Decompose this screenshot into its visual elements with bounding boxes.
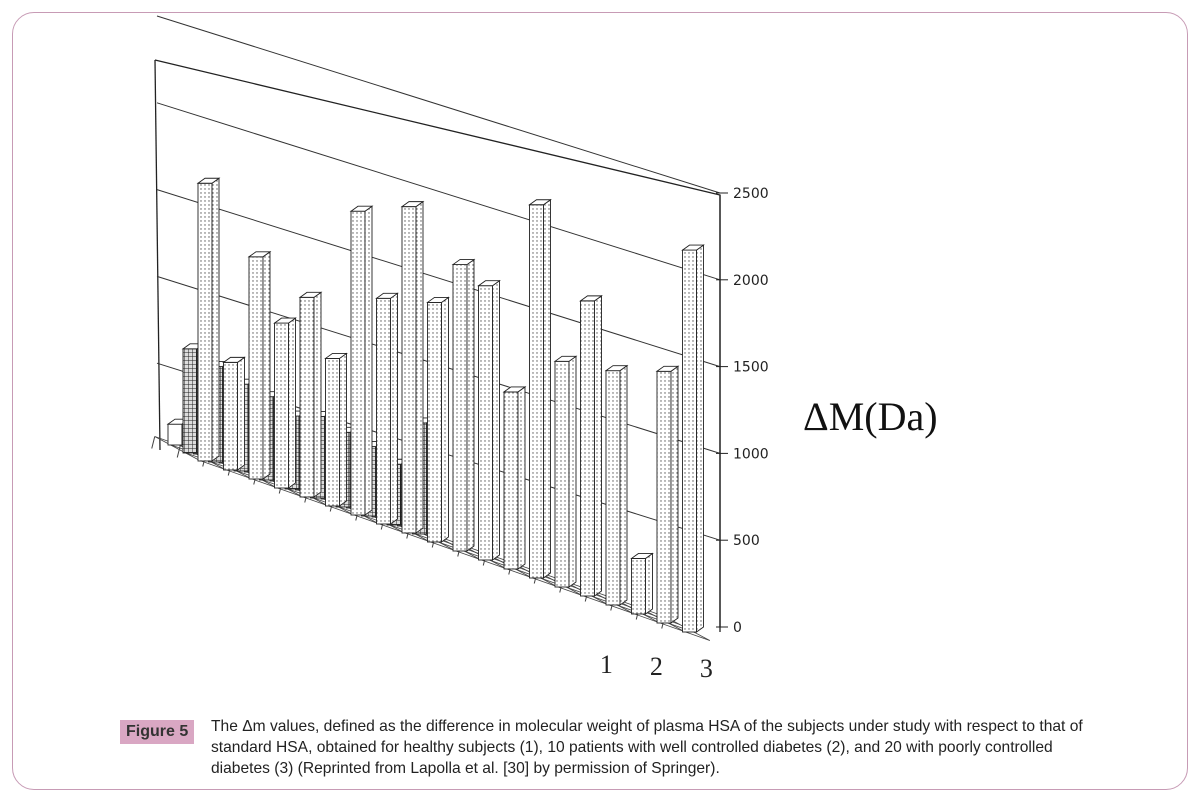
bar-3-front [529,204,544,579]
x-tick [176,445,181,458]
bar-3-side [237,356,245,471]
bar-3-front [682,249,697,633]
bar-3-front [401,206,417,534]
bar-3-front [631,557,646,615]
y-tick-label: 2500 [733,186,769,202]
bar-3-front [325,357,340,507]
bar-3-top [553,355,578,362]
bar-3-front [554,360,570,588]
bar-3-side [696,244,704,633]
bar-3-top [247,251,272,258]
bar-3-top [579,295,603,302]
figure-caption: The Δm values, defined as the difference… [211,718,1083,777]
bar-2-front [182,348,198,454]
bar-3-side [339,352,347,507]
bar-3-top [375,292,399,299]
bar-3-side [517,386,526,570]
bar-3-top [298,291,323,298]
bar-3-side [441,296,449,543]
gridline [156,189,721,368]
bar-3-top [273,317,297,324]
bar-3-top [451,259,476,266]
bar-3-top [502,386,527,393]
bar-3-top [426,296,450,303]
bar-3-front [223,361,238,471]
bar-3-side [288,317,296,489]
bar-3-front [478,285,493,561]
bar-3-side [313,291,322,498]
bar-3-front [248,256,264,480]
bar-3-side [543,198,551,579]
bar-chart-3d: 0 500 1000 1500 2000 2500 1 2 3 [151,15,769,683]
figure-frame [12,12,1188,790]
bar-3-top [400,201,425,208]
y-tick-label: 1500 [733,360,769,376]
bar-3-side [645,552,653,615]
row-label: 1 [600,650,613,679]
bar-3-side [619,364,628,606]
bar-3-top [655,365,680,372]
bar-3-front [299,296,315,498]
bar-3-front [197,182,213,462]
bar-3-front [656,370,672,624]
bar-3-top [681,244,705,251]
bar-3-top [196,177,221,184]
bar-3-top [477,280,501,287]
bar-3-top [324,352,348,359]
bar-3-front [503,391,519,570]
figure-label: Figure 5 [120,720,195,744]
row-label: 2 [650,652,663,681]
row-label: 3 [700,654,713,683]
left-wall-edge [154,59,161,451]
y-tick-label: 0 [733,620,742,636]
bar-1-front [167,423,183,446]
bar-3-front [274,322,289,489]
bar-3-side [211,177,220,462]
y-axis-label: ΔM(Da) [803,394,938,439]
bar-3-top [349,205,374,212]
bar-3-front [350,210,366,516]
gridline [156,102,721,281]
y-tick-label: 2000 [733,273,769,289]
bar-3-front [580,300,595,597]
bar-3-side [390,292,398,525]
bar-3-top [528,199,552,206]
bar-3-side [466,258,475,552]
bar-3-top [222,356,246,363]
y-tick-label: 1000 [733,446,769,462]
bar-3-front [452,264,468,552]
floor-line [154,436,200,461]
bar-3-front [427,301,442,543]
bar-3-side [364,205,373,516]
bar-3-side [568,355,577,588]
gridline [156,15,721,194]
y-tick-label: 500 [733,533,760,549]
x-tick [151,436,156,449]
bar-3-side [492,279,500,561]
bar-3-side [262,250,271,480]
bar-3-front [376,297,391,525]
bar-3-side [594,295,602,597]
bar-3-top [604,365,629,372]
bar-3-side [670,365,679,624]
bar-3-top [630,552,654,559]
bar-3-front [605,370,621,606]
bar-3-side [415,200,424,534]
